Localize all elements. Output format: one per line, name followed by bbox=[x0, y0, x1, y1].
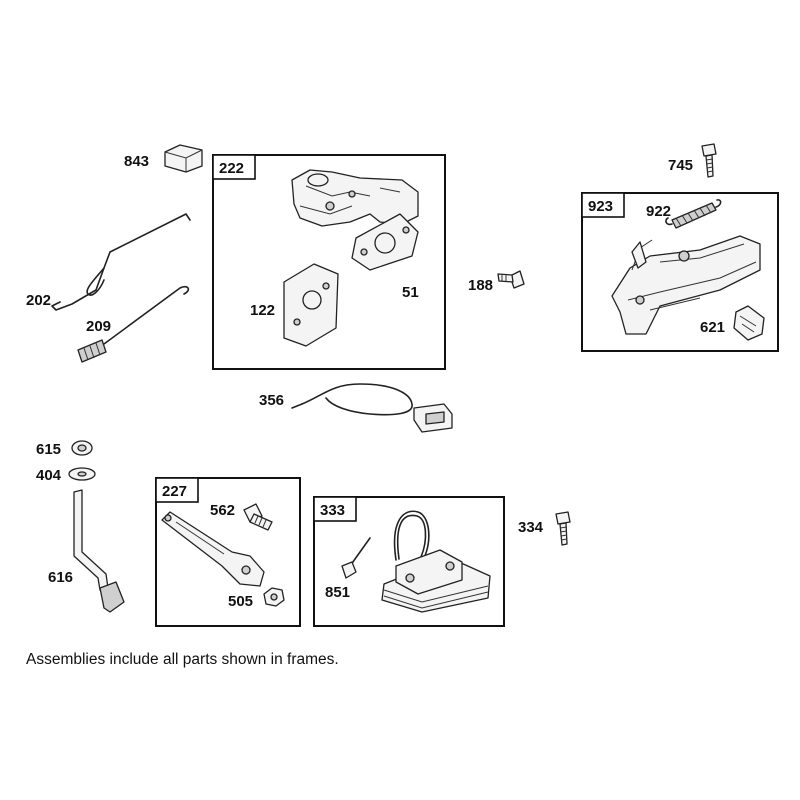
part-505-nut bbox=[263, 587, 285, 607]
part-188-screw bbox=[497, 270, 525, 289]
callout-356: 356 bbox=[259, 392, 284, 409]
frame-222: 222 bbox=[212, 154, 446, 370]
part-334-bolt bbox=[555, 511, 571, 546]
frame-label-222: 222 bbox=[219, 160, 244, 177]
part-922-spring bbox=[665, 199, 722, 229]
callout-616: 616 bbox=[48, 569, 73, 586]
frame-label-333: 333 bbox=[320, 502, 345, 519]
callout-562: 562 bbox=[210, 502, 235, 519]
callout-404: 404 bbox=[36, 467, 62, 484]
part-616-lever bbox=[73, 489, 125, 613]
part-227-lever bbox=[161, 511, 265, 587]
frame-227: 227 bbox=[155, 477, 301, 627]
callout-188: 188 bbox=[468, 277, 493, 294]
frame-label-227: 227 bbox=[162, 483, 187, 500]
callout-122: 122 bbox=[250, 302, 275, 319]
part-51-gasket bbox=[351, 213, 419, 271]
callout-843: 843 bbox=[124, 153, 149, 170]
part-333-armature bbox=[341, 510, 491, 613]
footnote: Assemblies include all parts shown in fr… bbox=[26, 651, 339, 668]
callout-851: 851 bbox=[325, 584, 350, 601]
callout-334: 334 bbox=[518, 519, 544, 536]
frame-label-923: 923 bbox=[588, 198, 613, 215]
callout-202: 202 bbox=[26, 292, 51, 309]
part-615-nut bbox=[71, 440, 93, 456]
callout-745: 745 bbox=[668, 157, 693, 174]
part-621-clip bbox=[733, 305, 765, 341]
part-843-clip bbox=[164, 144, 203, 173]
frame-333: 333 bbox=[313, 496, 505, 627]
frame-923: 923 bbox=[581, 192, 779, 352]
part-222-carburetor bbox=[291, 169, 419, 227]
callout-51: 51 bbox=[402, 284, 419, 301]
callout-922: 922 bbox=[646, 203, 671, 220]
part-923-bracket bbox=[611, 235, 761, 335]
part-404-washer bbox=[68, 467, 96, 481]
part-562-screw bbox=[243, 503, 273, 531]
part-122-plate bbox=[283, 263, 339, 347]
callout-621: 621 bbox=[700, 319, 725, 336]
part-202-link-rod bbox=[51, 213, 191, 311]
callout-209: 209 bbox=[86, 318, 111, 335]
part-209-spring bbox=[77, 285, 190, 363]
part-745-bolt bbox=[701, 143, 717, 178]
callout-615: 615 bbox=[36, 441, 61, 458]
part-356-ground-wire bbox=[291, 383, 453, 433]
callout-505: 505 bbox=[228, 593, 253, 610]
